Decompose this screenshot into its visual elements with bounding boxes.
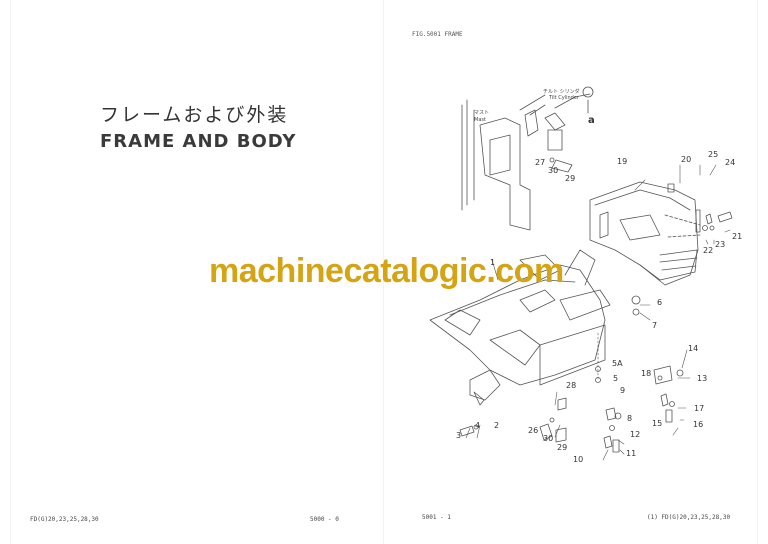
figure-header: FIG.5001 FRAME — [412, 31, 463, 38]
mast-label-jp: マスト — [474, 110, 490, 116]
small-parts-drawing — [459, 183, 733, 453]
right-page: 5001 - 1 (1) FD(G)20,23,25,28,30 — [384, 0, 768, 544]
callout-1: 1 — [490, 258, 496, 267]
callout-8: 8 — [627, 414, 633, 423]
page-edge-left — [10, 0, 11, 544]
footer-page-right: 5001 - 1 — [422, 514, 451, 521]
page-gutter — [383, 0, 384, 544]
tilt-cylinder-parts — [524, 86, 594, 173]
page-edge-right — [757, 0, 758, 544]
callout-16: 16 — [693, 420, 704, 429]
body-cover-drawing — [589, 181, 701, 286]
callout-30-lower: 30 — [543, 434, 554, 443]
callout-6: 6 — [657, 298, 663, 307]
tilt-cylinder-label-en: Tilt Cylinder — [549, 95, 579, 101]
footer-page-left: 5000 - 0 — [310, 516, 339, 523]
callout-7: 7 — [652, 321, 658, 330]
callout-27: 27 — [535, 158, 546, 167]
callout-17: 17 — [694, 404, 705, 413]
footer-model-left: FD(G)20,23,25,28,30 — [30, 516, 99, 523]
callout-21: 21 — [732, 232, 743, 241]
callout-20: 20 — [681, 155, 692, 164]
callout-14: 14 — [688, 344, 699, 353]
callout-4: 4 — [475, 421, 481, 430]
section-title-english: FRAME AND BODY — [100, 131, 297, 152]
callout-28: 28 — [566, 381, 577, 390]
reference-a: a — [588, 115, 595, 126]
callout-11: 11 — [626, 449, 637, 458]
callout-13: 13 — [697, 374, 708, 383]
callout-2: 2 — [494, 421, 500, 430]
callout-15: 15 — [652, 419, 663, 428]
callout-29-lower: 29 — [557, 443, 568, 452]
callout-29: 29 — [565, 174, 576, 183]
tilt-cylinder-label-jp: チルト シリンダ — [543, 89, 580, 95]
callout-19: 19 — [617, 157, 628, 166]
callout-9: 9 — [620, 386, 626, 395]
main-frame-drawing — [429, 249, 611, 401]
callout-26: 26 — [528, 426, 539, 435]
callout-25: 25 — [708, 150, 719, 159]
callout-30: 30 — [548, 166, 559, 175]
callout-3: 3 — [456, 431, 462, 440]
callout-5: 5 — [613, 374, 619, 383]
mast-drawing — [461, 94, 546, 231]
section-title-japanese: フレームおよび外装 — [100, 104, 289, 126]
footer-model-right: (1) FD(G)20,23,25,28,30 — [647, 514, 731, 521]
callout-23: 23 — [715, 240, 726, 249]
callout-24: 24 — [725, 158, 736, 167]
callout-22: 22 — [703, 246, 714, 255]
callout-12: 12 — [630, 430, 641, 439]
left-page: フレームおよび外装 FRAME AND BODY FD(G)20,23,25,2… — [30, 104, 339, 523]
mast-label-en: Mast — [474, 117, 486, 123]
leader-lines — [465, 164, 731, 461]
watermark-text: machinecatalogic.com — [209, 252, 564, 290]
frame-exploded-diagram — [429, 86, 733, 461]
callout-5a: 5A — [612, 359, 623, 368]
callout-10: 10 — [573, 455, 584, 464]
callout-18: 18 — [641, 369, 652, 378]
